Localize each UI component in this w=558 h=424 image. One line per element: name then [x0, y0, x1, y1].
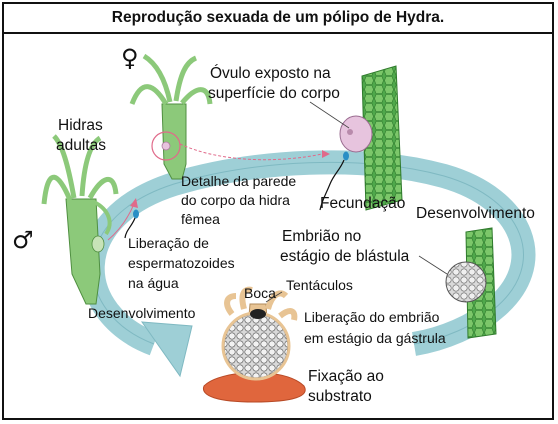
label-fecundacao: Fecundação	[320, 195, 406, 212]
label-liberacao-emb-line2: em estágio da gástrula	[304, 330, 446, 346]
label-detalhe-line1: Detalhe da parede	[181, 173, 297, 189]
label-desenvolvimento-left: Desenvolvimento	[88, 305, 196, 321]
mouth-icon	[250, 309, 266, 319]
label-fixacao-line2: substrato	[308, 388, 372, 405]
diagram-frame: Reprodução sexuada de um pólipo de Hydra…	[2, 2, 554, 420]
sperm-icon-release	[124, 209, 139, 239]
diagram-artwork	[41, 53, 536, 403]
pointer-arrows	[107, 101, 350, 241]
label-fixacao-line1: Fixação ao	[308, 368, 384, 385]
blastula-embryo-icon	[445, 261, 487, 303]
label-ovulo-line1: Óvulo exposto na	[210, 65, 331, 82]
label-hidras-line2: adultas	[56, 137, 106, 154]
female-symbol: ♀	[121, 44, 139, 72]
label-embriao-line2: estágio de blástula	[280, 248, 410, 265]
detail-highlight-circle	[151, 131, 181, 161]
label-hidras-line1: Hidras	[58, 117, 103, 134]
body-wall-tissue-top	[339, 65, 403, 211]
male-hydra-icon	[41, 134, 119, 305]
body-wall-tissue-right	[418, 227, 497, 339]
label-boca: Boca	[244, 285, 276, 301]
label-liberacao-esp-line1: Liberação de	[128, 235, 209, 251]
label-desenvolvimento-right: Desenvolvimento	[416, 205, 535, 222]
sperm-icon-fertilization	[319, 151, 349, 211]
diagram-title: Reprodução sexuada de um pólipo de Hydra…	[4, 4, 552, 34]
female-hydra-icon	[129, 53, 213, 180]
label-detalhe-line2: do corpo da hidra	[181, 192, 290, 208]
male-symbol: ♂	[12, 226, 34, 254]
label-liberacao-esp-line3: na água	[128, 275, 179, 291]
label-liberacao-emb-line1: Liberação do embrião	[304, 309, 440, 325]
gastrula-polyp-icon	[202, 286, 306, 403]
cycle-arrowhead	[140, 321, 193, 378]
label-ovulo-line2: superfície do corpo	[208, 85, 340, 102]
label-tentaculos: Tentáculos	[286, 277, 353, 293]
label-embriao-line1: Embrião no	[282, 228, 362, 245]
label-liberacao-esp-line2: espermatozoides	[128, 255, 235, 271]
ovum-icon	[339, 115, 373, 153]
label-detalhe-line3: fêmea	[181, 211, 220, 227]
